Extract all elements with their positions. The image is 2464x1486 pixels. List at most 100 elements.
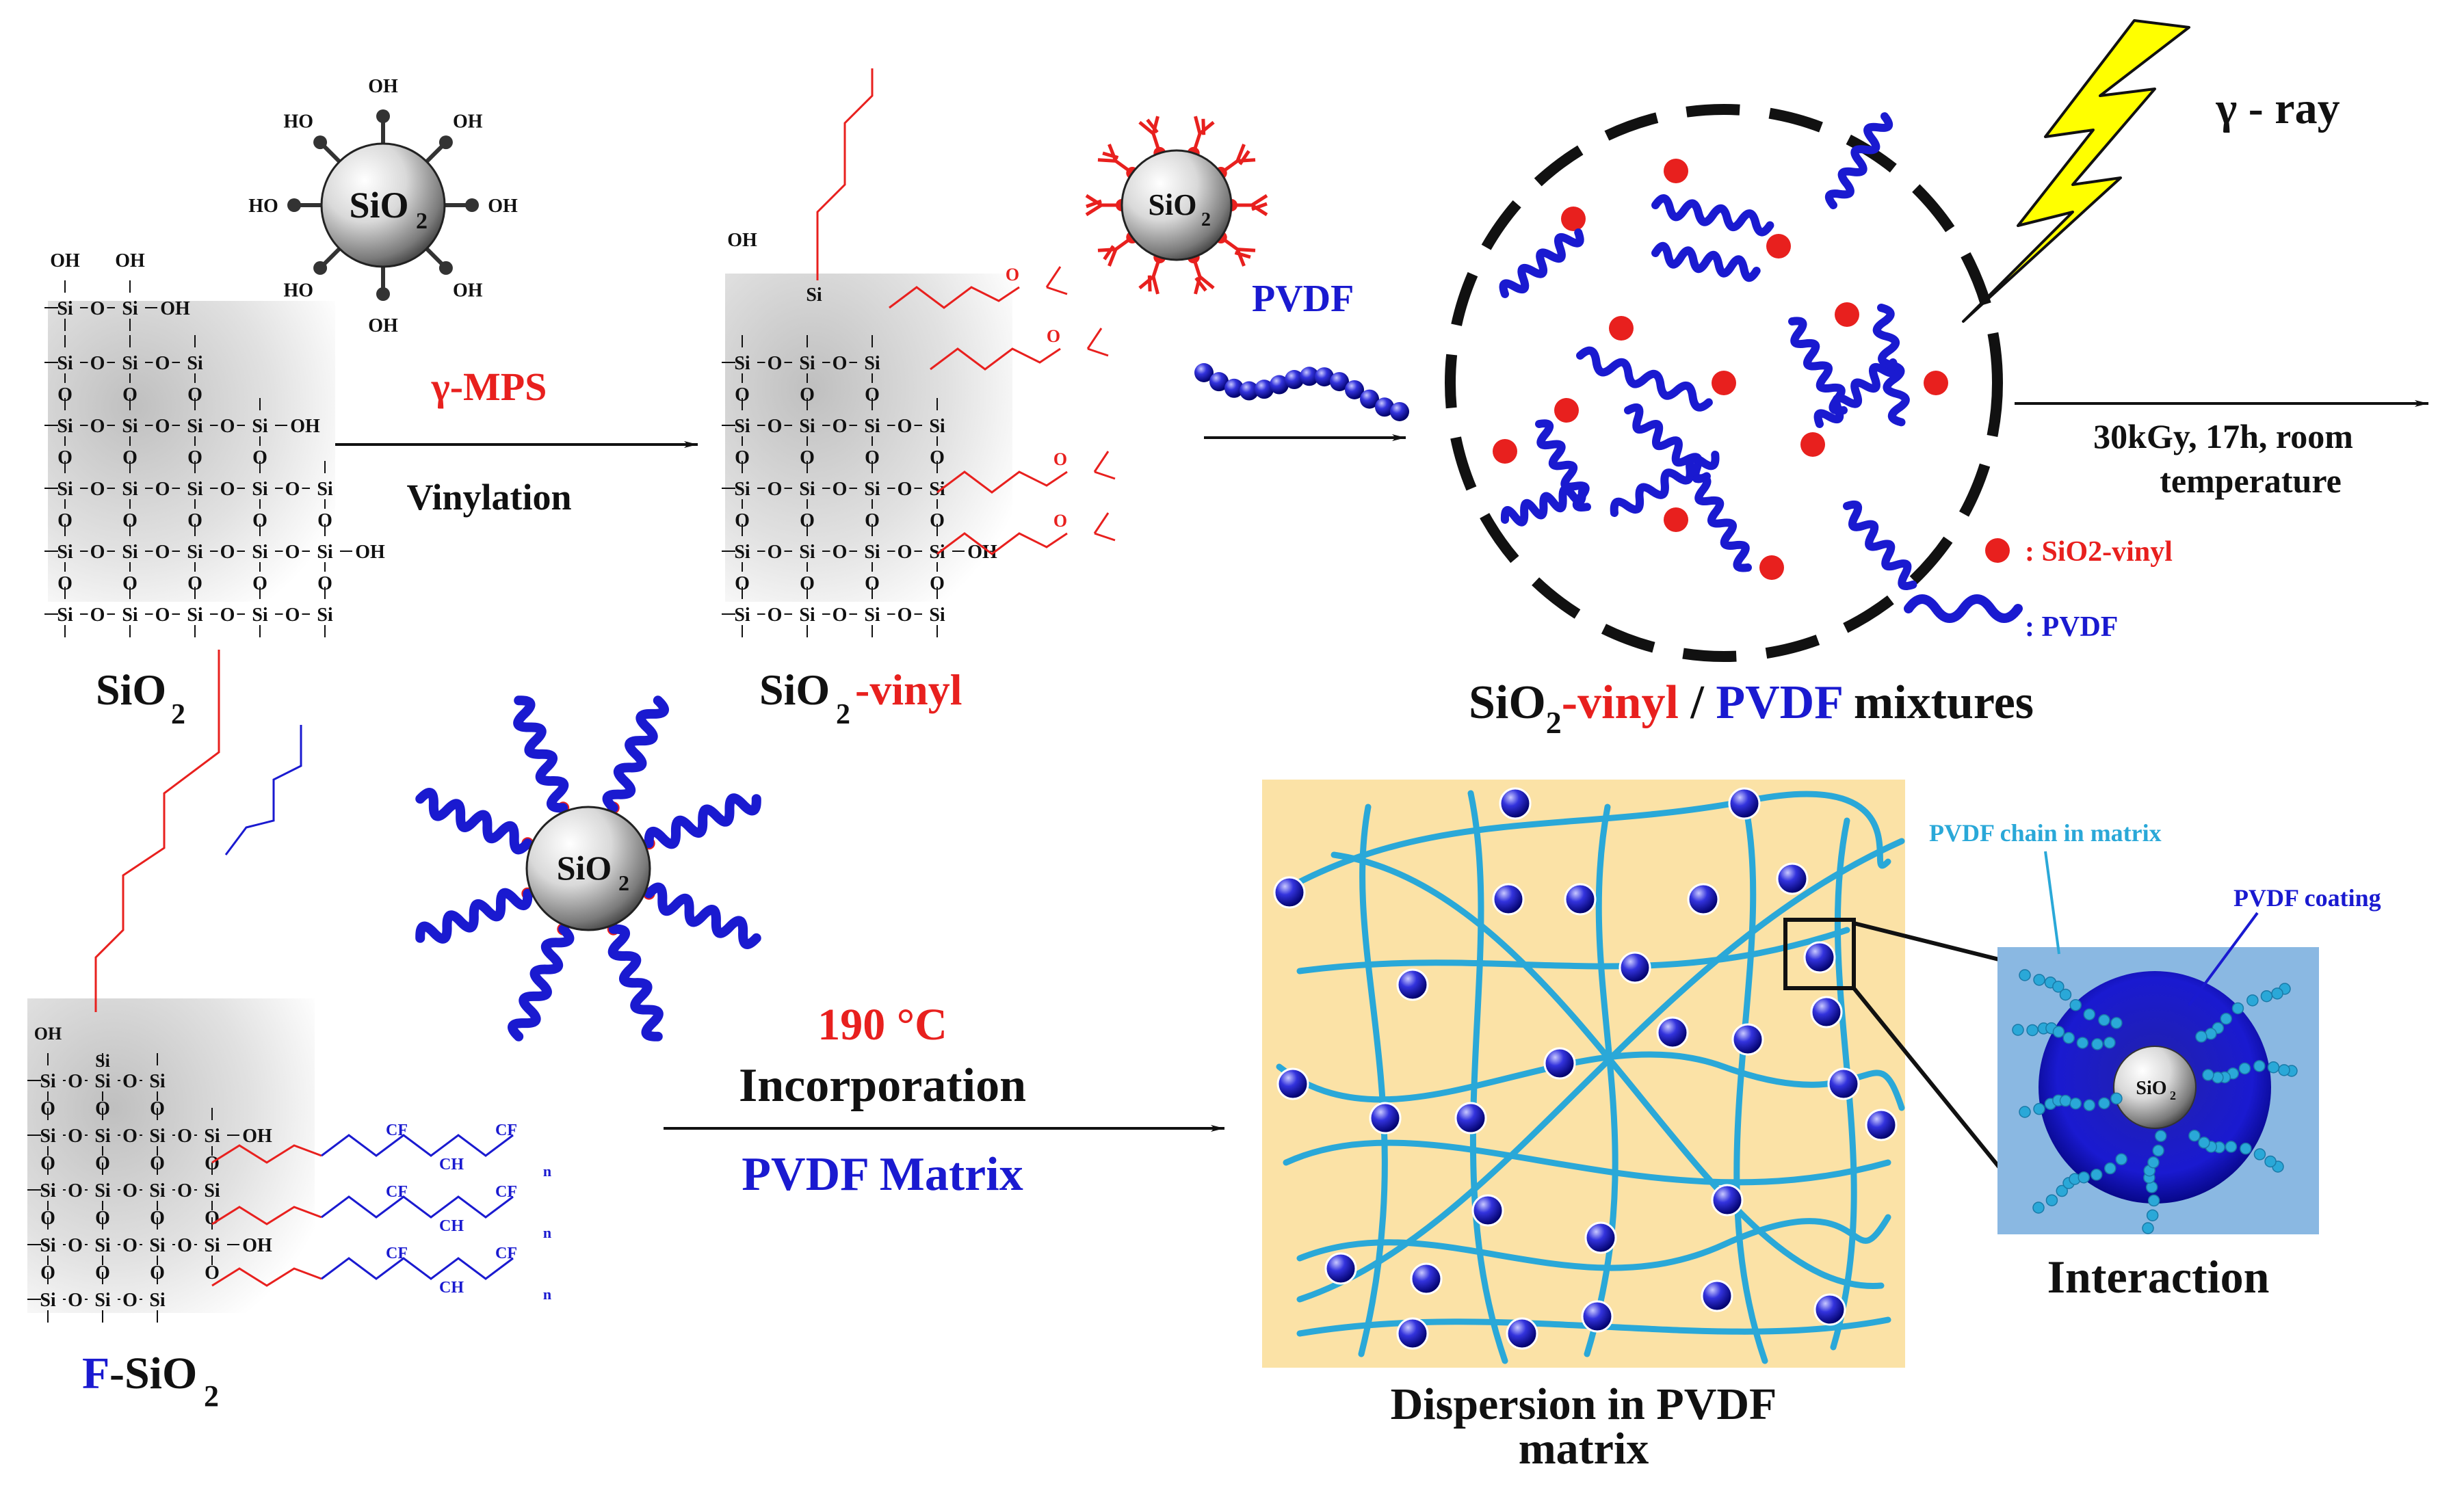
o-atom: O	[90, 353, 105, 374]
sio2-particle-sub: 2	[416, 209, 428, 234]
o-atom: O	[155, 416, 170, 437]
vinylation-label: Vinylation	[406, 477, 571, 518]
o-atom: O	[865, 384, 880, 406]
o-atom: O	[155, 479, 170, 500]
oh-group: OH	[242, 1235, 272, 1256]
oh-group: OH	[368, 315, 398, 336]
si-atom: Si	[40, 1071, 56, 1092]
oh-group: OH	[50, 250, 80, 271]
si-atom: Si	[57, 353, 73, 374]
interaction-zoom: SiO 2 PVDF chain in matrix PVDF coating …	[1929, 819, 2381, 1303]
pvdf-bead	[1209, 372, 1229, 392]
o-atom: O	[90, 416, 105, 437]
o-atom: O	[930, 510, 945, 531]
si-atom: Si	[252, 542, 268, 563]
mixture-legend: : SiO2-vinyl : PVDF	[1904, 536, 2173, 643]
si-atom: Si	[57, 479, 73, 500]
grafted-pvdf-chain	[602, 695, 669, 813]
zoom-pvdf-bead	[2019, 1106, 2031, 1118]
pvdf-matrix-label: PVDF Matrix	[742, 1148, 1023, 1201]
o-atom: O	[252, 510, 267, 531]
o-atom: O	[187, 447, 202, 468]
zoom-pvdf-bead	[2271, 987, 2283, 1000]
pvdf-chain	[1824, 112, 1893, 209]
condition-line2: temperature	[2160, 462, 2342, 500]
o-atom: O	[122, 1071, 137, 1092]
o-atom: O	[155, 542, 170, 563]
zoom-pvdf-bead	[2278, 1064, 2290, 1076]
ch2-group: CH	[439, 1217, 464, 1235]
si-atom: Si	[252, 416, 268, 437]
o-atom: O	[1053, 511, 1067, 531]
o-atom: O	[768, 353, 783, 374]
sio2-vinyl-particle: SiO 2	[1085, 116, 1268, 295]
o-atom: O	[865, 447, 880, 468]
si-atom: Si	[149, 1235, 166, 1256]
o-atom: O	[177, 1180, 192, 1202]
zoom-pvdf-bead	[2026, 1024, 2039, 1037]
n-index: n	[543, 1286, 551, 1303]
gamma-ray-label: γ - ray	[2215, 83, 2340, 133]
svg-text:SiO: SiO	[2136, 1078, 2166, 1099]
incorporation-label: Incorporation	[739, 1059, 1026, 1112]
si-atom: Si	[734, 479, 750, 500]
o-atom: O	[735, 573, 750, 594]
pvdf-bead	[1285, 370, 1304, 390]
fsio2-label: F -SiO 2	[82, 1349, 219, 1413]
si-atom: Si	[57, 298, 73, 319]
zoom-pvdf-bead	[2083, 1008, 2096, 1021]
o-atom: O	[68, 1071, 83, 1092]
o-atom: O	[317, 510, 332, 531]
cf2-group: CF	[386, 1245, 408, 1262]
o-atom: O	[1047, 326, 1060, 346]
dispersed-sio2-particle	[1564, 883, 1597, 916]
o-atom: O	[285, 605, 300, 626]
svg-text:2: 2	[836, 699, 850, 730]
si-atom: Si	[204, 1235, 220, 1256]
dispersed-sio2-particle	[1369, 1102, 1402, 1135]
zoom-pvdf-bead	[2059, 1094, 2072, 1107]
grafted-pvdf-chain	[644, 882, 761, 949]
zoom-pvdf-bead	[2115, 1153, 2127, 1165]
si-atom: Si	[40, 1180, 56, 1202]
pvdf-input: PVDF	[1194, 278, 1409, 441]
grafted-pvdf-chain	[415, 788, 533, 855]
pvdf-bead	[1330, 372, 1349, 392]
vinylation-step: γ-MPS Vinylation	[335, 364, 698, 518]
o-atom: O	[800, 510, 815, 531]
sio2-vinyl-dot	[1493, 439, 1517, 464]
hydroxyl-atom	[438, 261, 453, 275]
o-atom: O	[897, 605, 913, 626]
mps-side-chain: O	[889, 265, 1068, 309]
zoom-pvdf-bead	[2225, 1141, 2238, 1153]
mixture-circle	[1445, 104, 2003, 662]
si-atom: Si	[149, 1290, 166, 1311]
si-atom: Si	[187, 479, 203, 500]
vinyl-group	[1097, 245, 1118, 267]
pvdf-bead	[1300, 367, 1319, 386]
zoom-pvdf-bead	[2142, 1222, 2154, 1234]
hydroxyl-atom	[376, 109, 390, 123]
o-atom: O	[122, 447, 137, 468]
si-atom: Si	[94, 1180, 111, 1202]
cf2-group: CF	[495, 1245, 517, 1262]
pvdf-chain	[1843, 500, 1917, 591]
vinyl-group	[1138, 116, 1159, 135]
zoom-pvdf-bead	[2098, 1013, 2110, 1026]
dispersed-sio2-particle	[1396, 1317, 1429, 1350]
cf2-group: CF	[495, 1183, 517, 1201]
ch2-group: CH	[439, 1279, 464, 1297]
o-atom: O	[897, 542, 913, 563]
o-atom: O	[220, 605, 235, 626]
sio2-vinyl-dot	[1712, 371, 1736, 395]
pvdf-chain	[1499, 228, 1584, 298]
zoom-pvdf-bead	[2264, 1155, 2277, 1168]
vinyl-group	[1097, 144, 1119, 163]
si-atom: Si	[57, 605, 73, 626]
pvdf-chain	[1692, 474, 1752, 572]
o-atom: O	[90, 298, 105, 319]
si-atom: Si	[187, 542, 203, 563]
sio2-vinyl-dot	[1766, 234, 1791, 258]
gamma-ray-bolt: γ - ray	[1962, 19, 2340, 323]
